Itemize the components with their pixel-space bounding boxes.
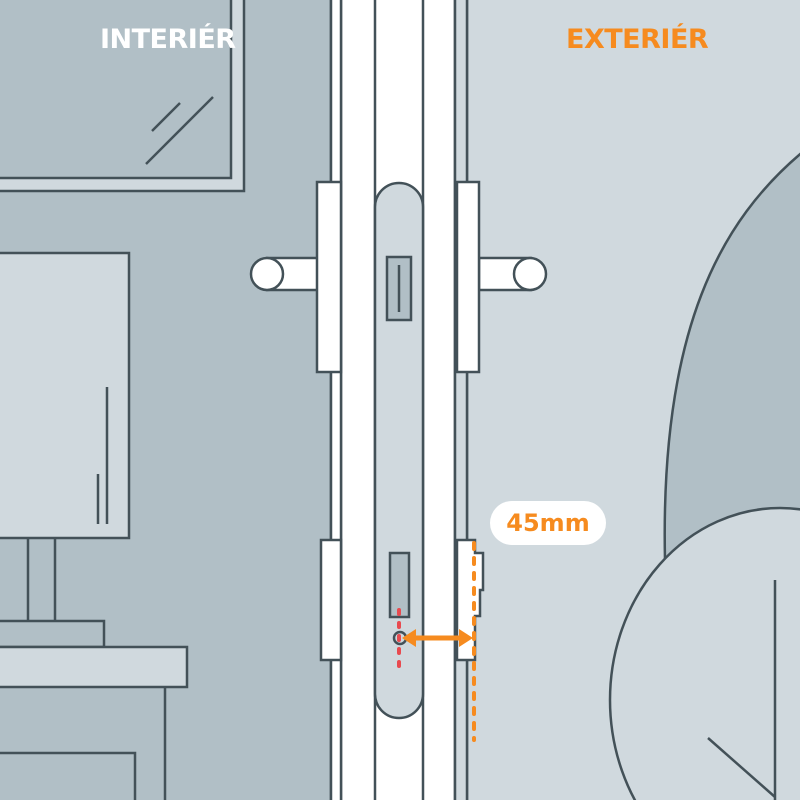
exterior-label: EXTERIÉR (566, 24, 709, 55)
cylinder-slot (388, 551, 411, 619)
exterior-handle (455, 180, 548, 374)
interior-lower-rose (319, 538, 343, 662)
interior-label: INTERIÉR (100, 24, 236, 55)
window (0, 0, 246, 193)
measurement-arrow-icon (402, 629, 473, 647)
measurement-badge: 45mm (490, 501, 606, 545)
lock-plate (373, 181, 425, 720)
interior-handle (249, 180, 343, 374)
cabinet (0, 251, 189, 800)
